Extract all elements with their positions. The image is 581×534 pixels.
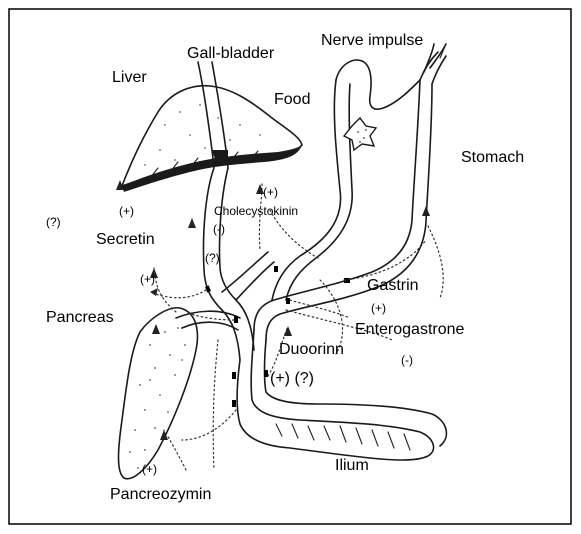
label-pancreas: Pancreas bbox=[46, 309, 114, 326]
label-duoorinn: Duoorinn bbox=[279, 341, 344, 358]
label-nerve-impulse: Nerve impulse bbox=[321, 32, 423, 49]
label-pancreozymin: Pancreozymin bbox=[110, 486, 211, 503]
sign-entero-minus: (-) bbox=[401, 353, 413, 367]
nerve-lines bbox=[424, 44, 446, 72]
label-food: Food bbox=[274, 91, 310, 108]
sign-unknown-left: (?) bbox=[46, 215, 61, 229]
sign-pancreo-plus: (+) bbox=[142, 462, 157, 476]
sign-entero-plus: (+) bbox=[371, 301, 386, 315]
label-stomach: Stomach bbox=[461, 149, 524, 166]
diagram-frame bbox=[9, 9, 571, 524]
sign-cck-unknown: (?) bbox=[205, 251, 220, 265]
label-gall-bladder: Gall-bladder bbox=[187, 45, 275, 62]
sign-secretin-plus: (+) bbox=[140, 272, 155, 286]
pancreas-organ bbox=[119, 308, 241, 479]
label-enterogastrone: Enterogastrone bbox=[355, 321, 465, 338]
sign-cck-plus: (+) bbox=[263, 185, 278, 199]
label-secretin: Secretin bbox=[96, 231, 155, 248]
label-ilium: Ilium bbox=[335, 457, 369, 474]
label-liver: Liver bbox=[112, 69, 147, 86]
sign-cck-minus: (-) bbox=[213, 222, 225, 236]
sign-liver-plus: (+) bbox=[119, 204, 134, 218]
sign-duo-plus-unknown: (+) (?) bbox=[270, 370, 314, 387]
label-gastrin: Gastrin bbox=[367, 277, 419, 294]
label-cholecystokinin: Cholecystokinin bbox=[214, 204, 298, 218]
